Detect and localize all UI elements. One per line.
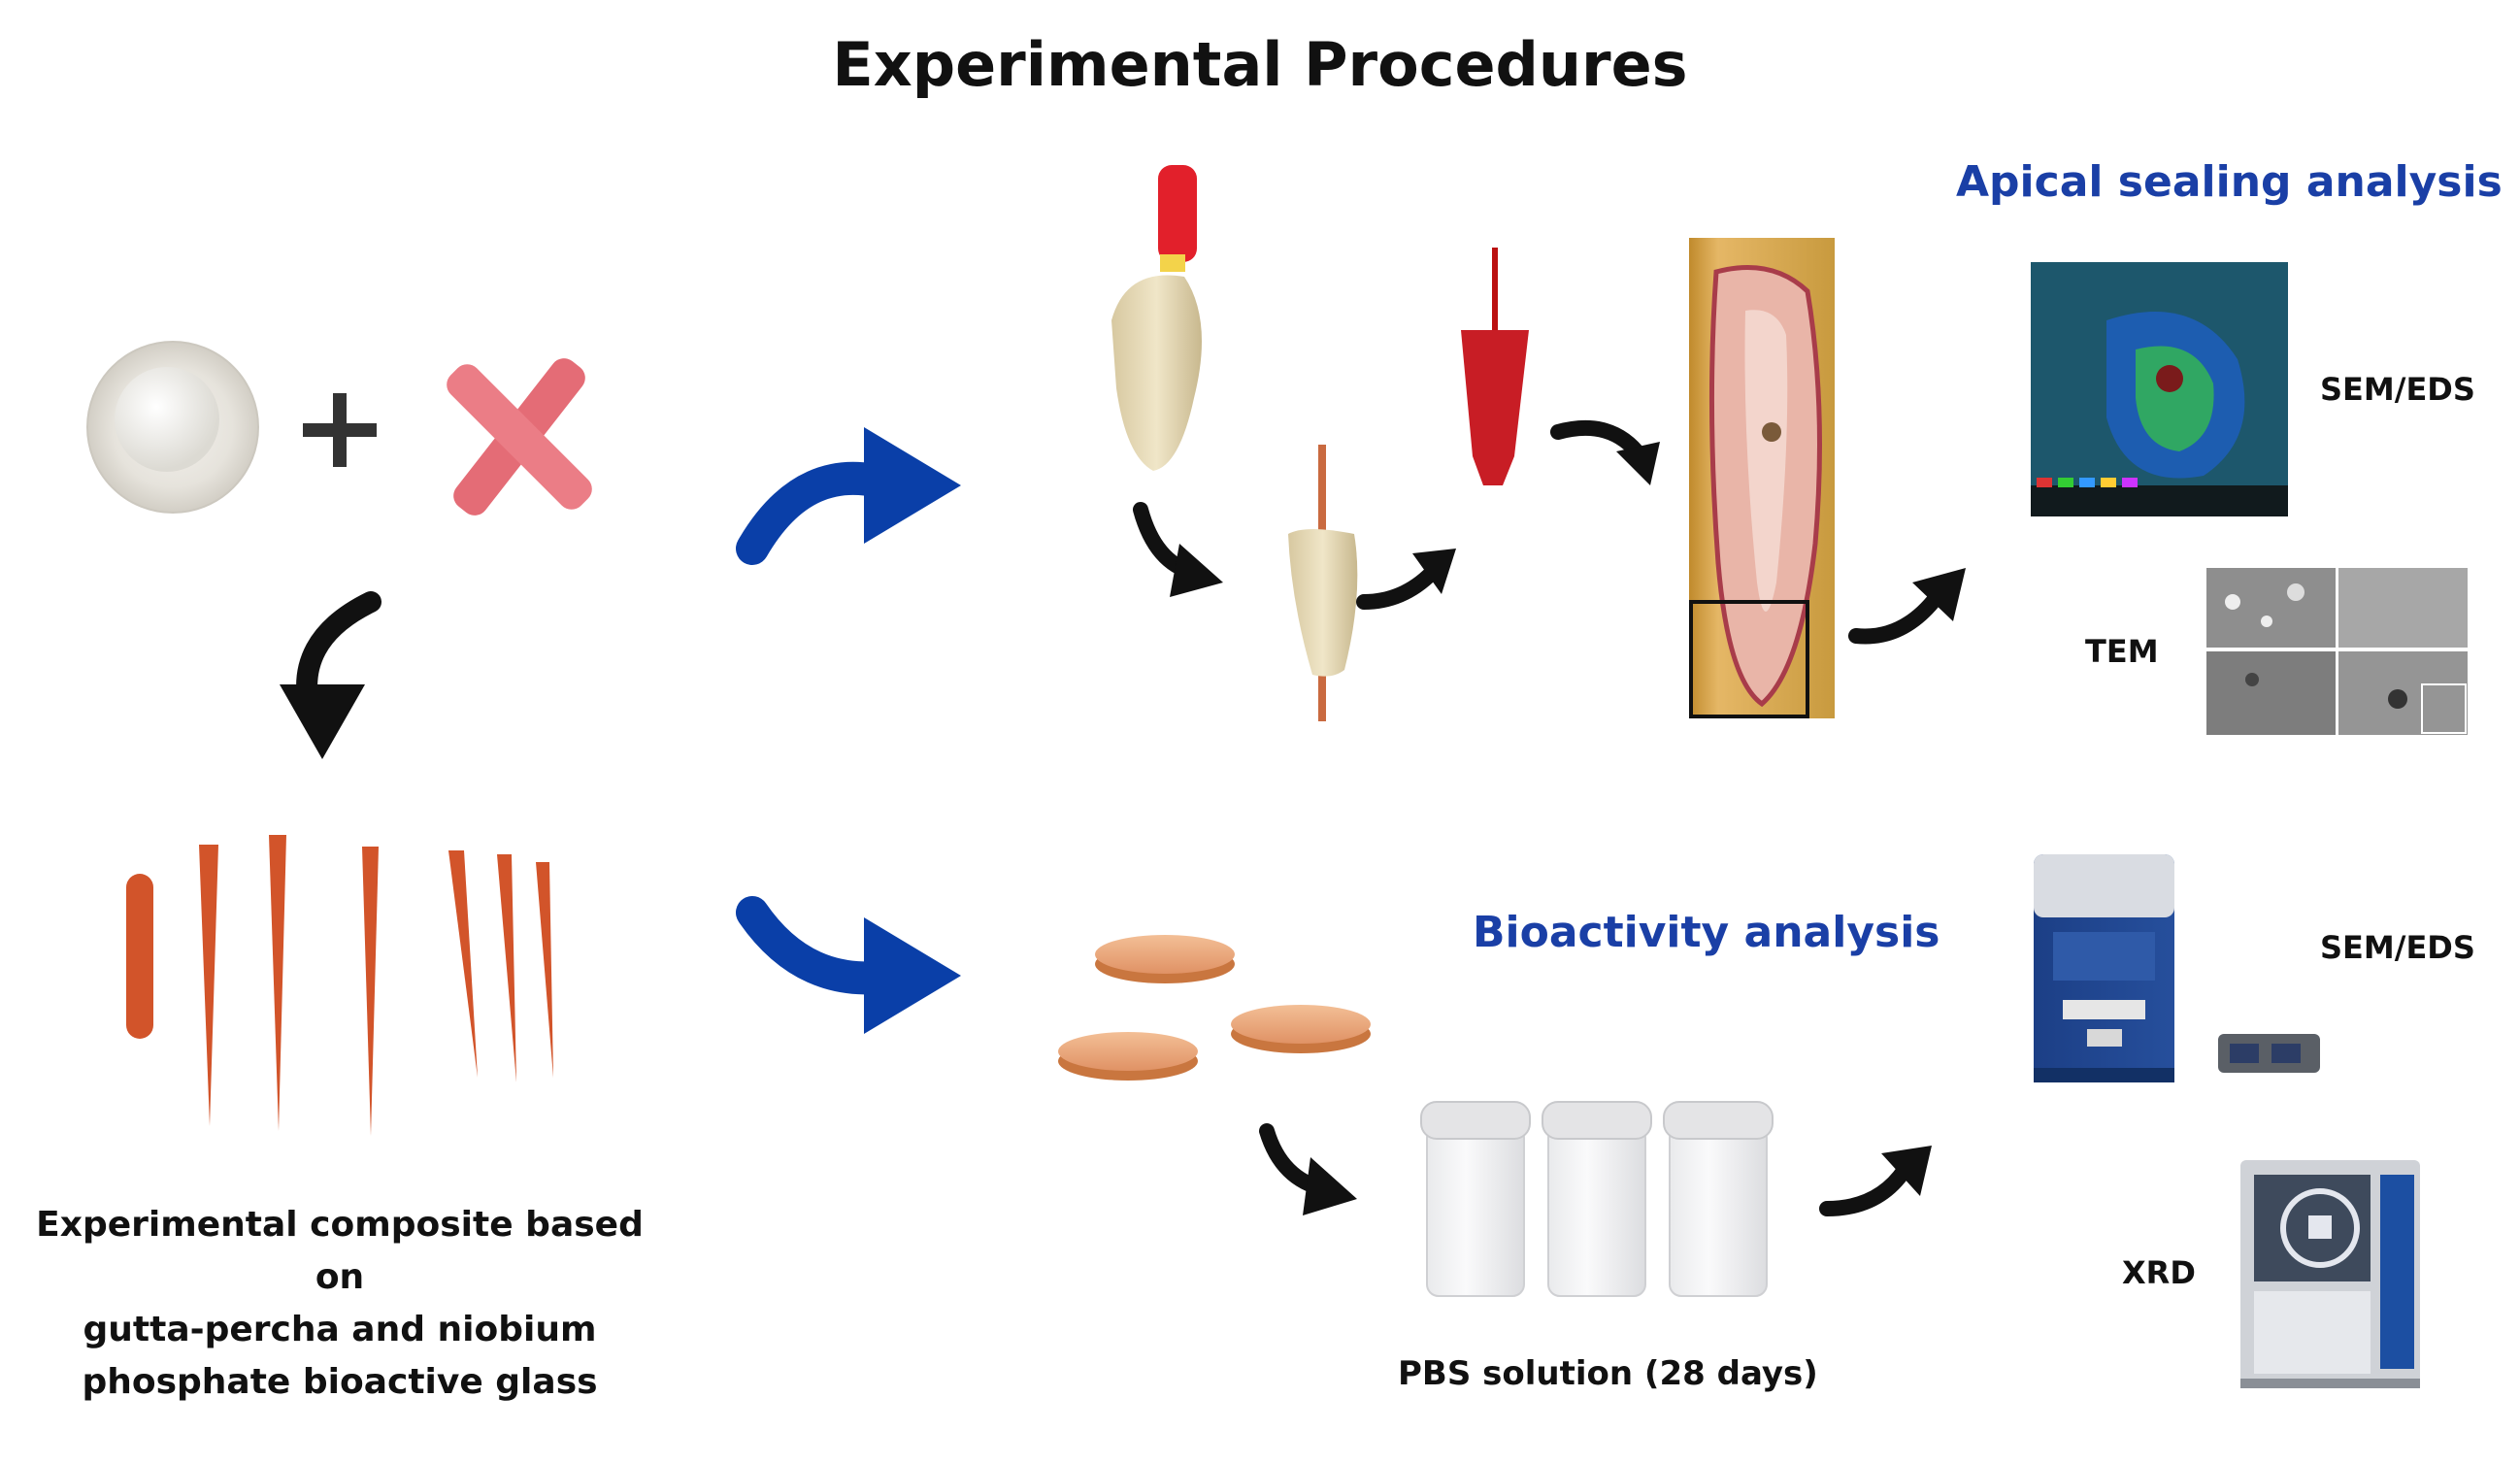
arrow-icon <box>1133 502 1223 597</box>
pbs-jars-icon <box>1420 1101 1774 1297</box>
arrow-icon <box>1259 1123 1357 1215</box>
page-title: Experimental Procedures <box>832 29 1688 100</box>
tem-micrographs-image <box>2206 568 2468 735</box>
tooth-embedded-icon <box>1461 248 1529 485</box>
powder-sample-icon <box>86 341 259 514</box>
pbs-caption: PBS solution (28 days) <box>1398 1354 1818 1393</box>
bioactivity-xrd-label: XRD <box>2122 1254 2196 1291</box>
arrow-down-icon <box>280 591 381 759</box>
arrow-icon <box>1356 549 1456 610</box>
plus-icon <box>303 393 377 467</box>
composite-caption-line: Experimental composite based on <box>36 1205 644 1297</box>
arrow-icon <box>1848 568 1966 645</box>
arrow-icon <box>1819 1146 1932 1216</box>
apical-tem-label: TEM <box>2085 633 2159 670</box>
blue-arrow-down-icon <box>736 896 961 1034</box>
composite-caption: Experimental composite based on gutta-pe… <box>19 1199 660 1409</box>
gutta-percha-cones-icon <box>447 358 592 516</box>
bioactivity-sem-eds-label: SEM/EDS <box>2320 929 2475 966</box>
fabricated-cones-icon <box>126 835 553 1136</box>
tooth-with-gutta-icon <box>1111 165 1202 471</box>
bioactivity-heading: Bioactivity analysis <box>1473 908 1940 957</box>
sem-instrument-icon <box>2034 854 2320 1082</box>
tooth-section-image <box>1689 238 1835 718</box>
apical-sealing-heading: Apical sealing analysis <box>1956 157 2503 207</box>
composite-caption-line: phosphate bioactive glass <box>82 1362 598 1402</box>
sem-eds-map-image <box>2031 262 2288 516</box>
arrow-icon <box>1550 419 1660 485</box>
sample-discs-icon <box>1058 935 1371 1081</box>
composite-caption-line: gutta-percha and niobium <box>83 1310 597 1349</box>
xrd-instrument-icon <box>2240 1160 2420 1388</box>
apical-sem-eds-label: SEM/EDS <box>2320 371 2475 408</box>
tooth-obturated-icon <box>1288 445 1358 721</box>
blue-arrow-up-icon <box>736 427 961 565</box>
